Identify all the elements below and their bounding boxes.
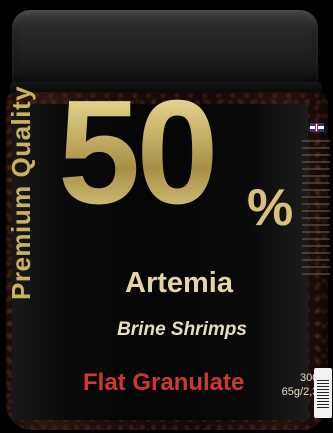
fine-print-line — [302, 175, 330, 177]
barcode-icon — [317, 378, 329, 408]
fine-print-line — [302, 189, 330, 191]
side-fine-print — [302, 122, 330, 402]
fine-print-line — [302, 224, 330, 226]
fine-print-line — [302, 203, 330, 205]
fine-print-line — [302, 259, 330, 261]
fine-print-line — [302, 217, 330, 219]
fine-print-line — [302, 252, 330, 254]
fine-print-line — [302, 231, 330, 233]
fine-print-line — [302, 196, 330, 198]
product-description: Brine Shrimps — [117, 319, 247, 340]
product-name: Artemia — [125, 267, 233, 299]
fine-print-line — [302, 273, 330, 275]
percent-sign: % — [247, 179, 294, 237]
fine-print-line — [302, 161, 330, 163]
uk-flag-icon — [310, 123, 324, 132]
fine-print-line — [302, 266, 330, 268]
fine-print-line — [302, 182, 330, 184]
fine-print-line — [302, 147, 330, 149]
percentage-number: 50 — [58, 70, 219, 235]
fine-print-line — [302, 168, 330, 170]
fine-print-line — [302, 210, 330, 212]
fine-print-line — [302, 238, 330, 240]
premium-quality-text: Premium Quality — [6, 85, 36, 300]
fine-print-line — [302, 154, 330, 156]
product-form: Flat Granulate — [83, 369, 245, 396]
fine-print-line — [302, 245, 330, 247]
jar-lid — [12, 10, 318, 88]
fine-print-line — [302, 140, 330, 142]
